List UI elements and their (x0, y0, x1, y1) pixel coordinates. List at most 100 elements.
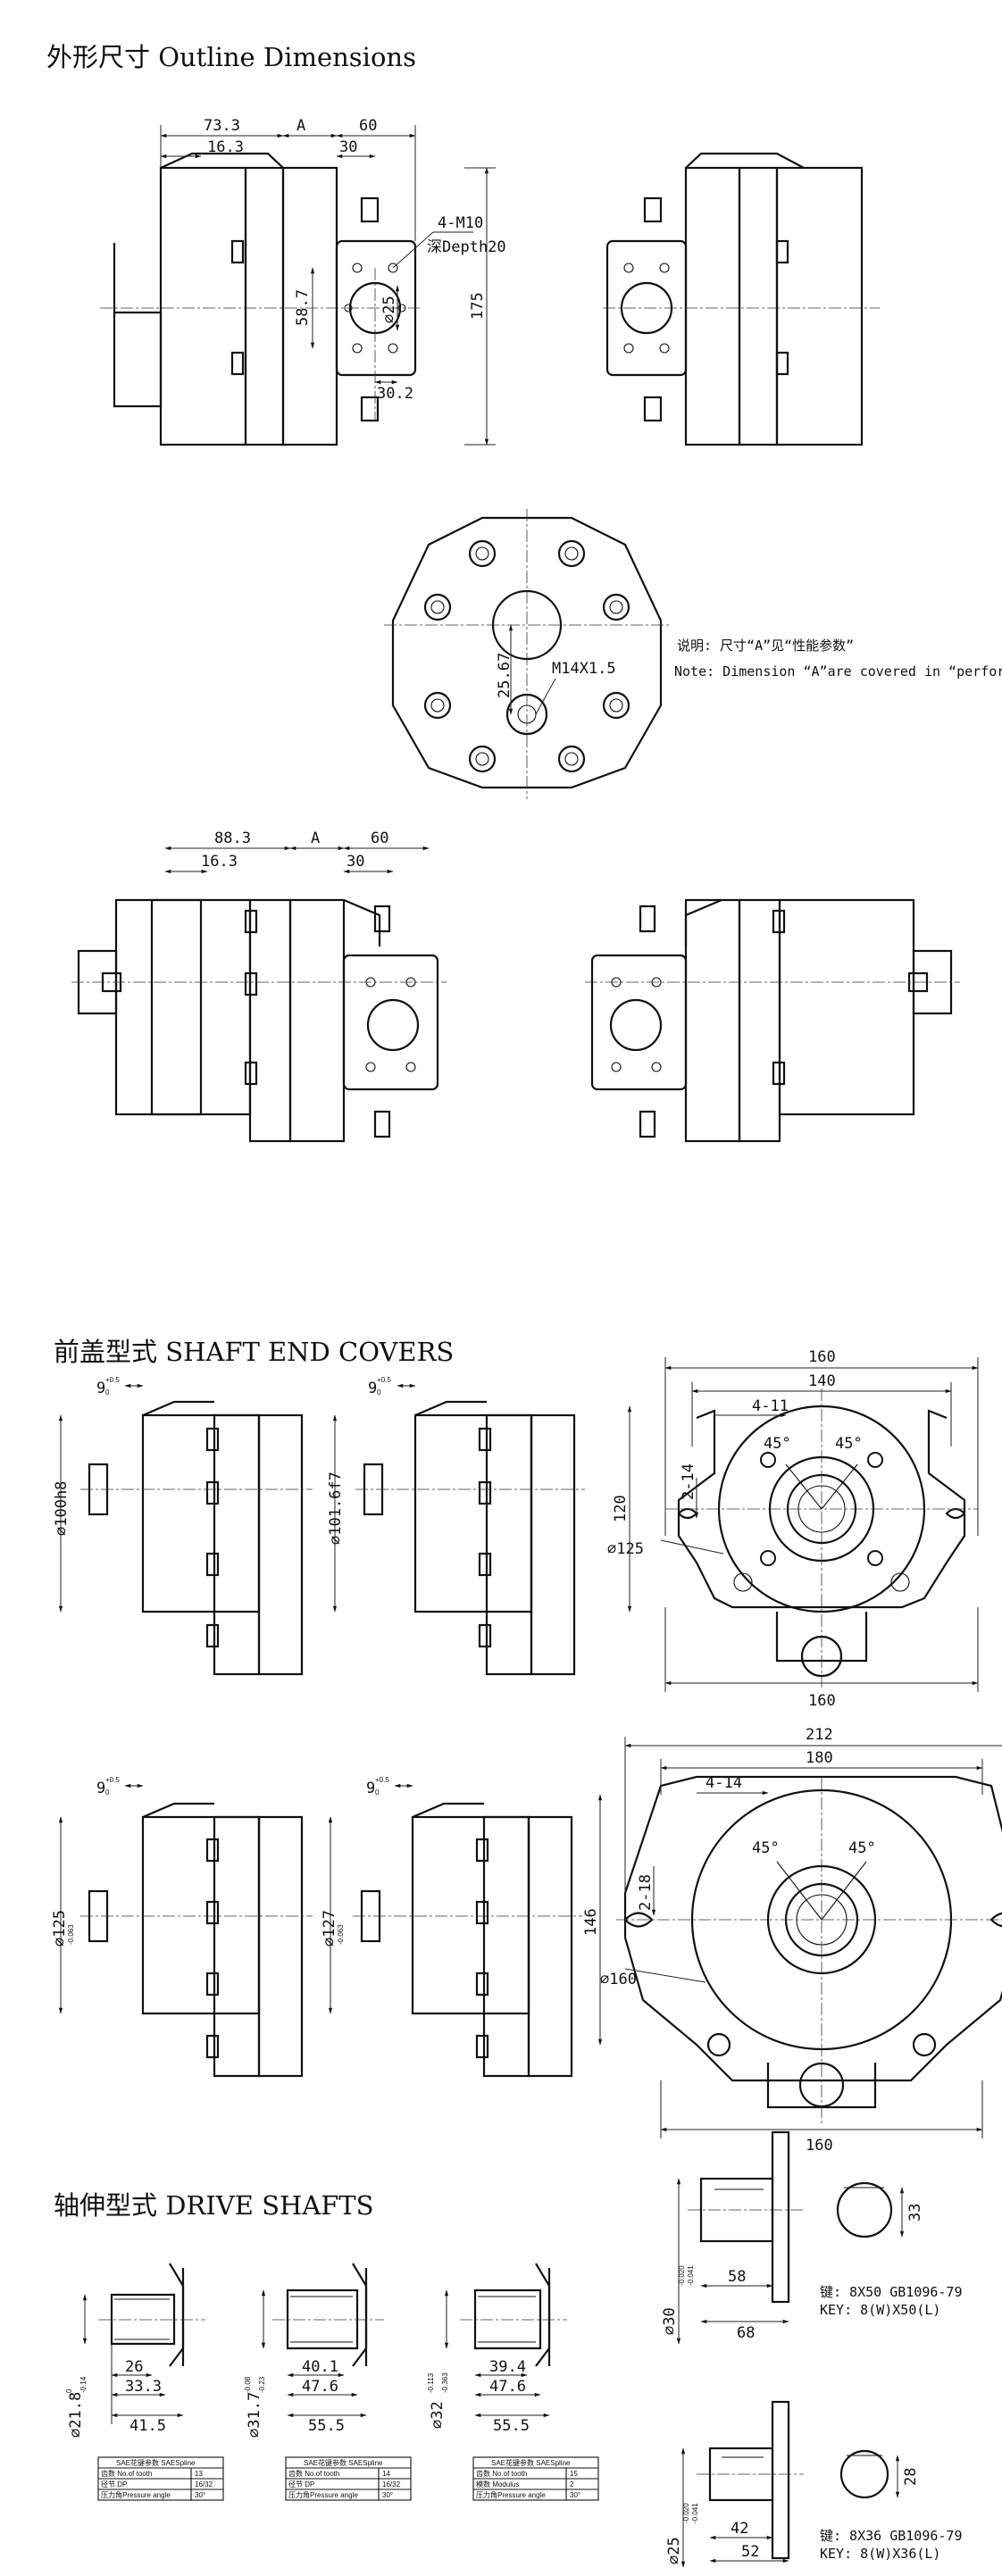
key2-spec-en: KEY: 8(W)X36(L) (820, 2546, 940, 2562)
flange2-holes: 4-14 (706, 1774, 742, 1792)
spline-shaft-3: ⌀32 -0.113 -0.363 39.4 47.6 55.5 (427, 2263, 567, 2435)
table-cell-value: 14 (382, 2470, 390, 2478)
key1-dim-33: 33 (906, 2204, 924, 2222)
table-cell-value: 30° (195, 2491, 205, 2499)
pump-side-view-1 (100, 152, 420, 446)
table-cell-label: 齿数 No.of tooth (288, 2469, 339, 2478)
cover4-tol: 9 (366, 1780, 375, 1797)
cover3-tol: 9 (96, 1780, 105, 1797)
cover-side-1: 9 +0.5 0 ⌀100h8 (53, 1376, 313, 1676)
shaft3-dim-39-4: 39.4 (489, 2358, 526, 2376)
pump-rear-view: 25.67 M14X1.5 (384, 509, 670, 799)
dim-depth: 深Depth20 (427, 238, 506, 256)
key1-dia: ⌀30 (661, 2307, 679, 2335)
shaft3-tol-lower: -0.363 (441, 2372, 449, 2393)
cover4-tol-sub: 0 (375, 1788, 380, 1797)
dims-view-1: 73.3 16.3 A 60 30 4-M10 深Depth20 58.7 ⌀2… (160, 117, 506, 446)
cover4-tol-sup: +0.5 (375, 1776, 389, 1784)
table-cell-label: 压力角Pressure angle (101, 2490, 171, 2499)
spline-table-1: SAE花键参数 SAESpline 齿数 No.of tooth 13 径节 DP 16… (97, 2456, 224, 2501)
dim-30: 30 (339, 138, 357, 156)
flange1-dim-2-14: 2-14 (680, 1463, 697, 1500)
spline-shaft-1: ⌀21.8 0 -0.14 26 33.3 41.5 (65, 2263, 205, 2438)
table-cell-label: 齿数 No.of tooth (101, 2469, 152, 2478)
flange2-dim-212: 212 (806, 1726, 833, 1744)
dim-175: 175 (469, 292, 487, 320)
table-cell-label: 齿数 No.of tooth (476, 2469, 527, 2478)
table-cell-value: 16/32 (382, 2480, 401, 2488)
shaft2-dia: ⌀31.7 (246, 2392, 263, 2438)
pump-side-view-2 (71, 898, 447, 1143)
key2-dim-28: 28 (902, 2468, 920, 2486)
flange2-dim-160-circle: ⌀160 (600, 1971, 637, 1988)
section-title-covers: 前盖型式 SHAFT END COVERS (54, 1337, 454, 1367)
table-header: SAE花键参数 SAESpline (304, 2458, 383, 2467)
shaft1-dia: ⌀21.8 (67, 2392, 85, 2438)
dim-30-2: 30.2 (377, 385, 413, 403)
cover3-tol-sub: 0 (105, 1788, 110, 1797)
table-cell-label: 压力角Pressure angle (288, 2490, 358, 2499)
key1-dim-58: 58 (728, 2268, 746, 2286)
dim-58-7: 58.7 (294, 289, 312, 326)
flange2-angle-right: 45° (848, 1839, 876, 1857)
flange1-dim-160-top: 160 (808, 1348, 836, 1366)
table-cell-label: 模数 Modulus (476, 2480, 519, 2488)
table-header: SAE花键参数 SAESpline (116, 2458, 196, 2467)
dims-flange-2: 212 180 4-14 45° 45° 146 2-18 ⌀160 160 (582, 1726, 1002, 2155)
shaft2-tol-upper: -0.08 (244, 2376, 252, 2393)
dims-flange-1: 160 140 4-11 45° 45° 120 2-14 ⌀125 160 (607, 1348, 979, 1710)
shaft1-tol-lower: -0.14 (79, 2376, 88, 2393)
flange2-angle-left: 45° (752, 1839, 780, 1857)
cover4-dia-tol: -0.063 (337, 1924, 345, 1945)
dim-dia-25: ⌀25 (380, 296, 398, 323)
table-cell-value: 13 (195, 2470, 203, 2478)
shaft3-dim-55-5: 55.5 (493, 2417, 530, 2435)
flange1-dim-125: ⌀125 (607, 1540, 644, 1558)
table-cell-label: 径节 DP (101, 2480, 127, 2488)
dim-88-3: 88.3 (214, 829, 251, 847)
key1-tol-lower: -0.041 (687, 2265, 695, 2286)
dim-a: A (296, 117, 305, 135)
flange1-angle-left: 45° (764, 1435, 791, 1453)
flange2-dim-146: 146 (582, 1908, 600, 1936)
port-thread-label: M14X1.5 (552, 660, 616, 678)
key2-dim-52: 52 (741, 2543, 759, 2561)
table-cell-value: 30° (570, 2491, 580, 2499)
table-cell-value: 16/32 (195, 2480, 213, 2488)
cover1-tol-sup: +0.5 (105, 1376, 120, 1384)
table-cell-value: 2 (570, 2480, 574, 2488)
dim-25-67: 25.67 (496, 653, 514, 698)
cover3-dia: ⌀125 (51, 1910, 69, 1947)
key2-spec-cn: 键: 8X36 GB1096-79 (820, 2528, 963, 2544)
dim-73-3: 73.3 (204, 117, 240, 135)
shaft1-dim-33-3: 33.3 (125, 2378, 162, 2396)
keyed-shaft-2: ⌀25 -0.020 -0.041 42 52 28 键: 8X36 GB109… (665, 2400, 963, 2568)
key2-dim-42: 42 (731, 2520, 748, 2538)
shaft3-dim-47-6: 47.6 (489, 2378, 526, 2396)
flange1-dim-140: 140 (808, 1372, 836, 1390)
dim-thread: 4-M10 (438, 214, 483, 232)
note-cn: 说明: 尺寸“A”见“性能参数” (677, 638, 854, 654)
cover1-tol: 9 (96, 1380, 105, 1397)
cover2-dia: ⌀101.6f7 (327, 1471, 345, 1545)
key2-tol-lower: -0.041 (691, 2503, 699, 2523)
table-cell-value: 30° (382, 2491, 393, 2499)
cover-side-3: 9 +0.5 0 ⌀125 -0.063 (51, 1776, 313, 2078)
cover-side-2: 9 +0.5 0 ⌀101.6f7 (327, 1376, 585, 1676)
key2-tol-upper: -0.020 (682, 2503, 690, 2523)
key1-spec-cn: 键: 8X50 GB1096-79 (820, 2284, 963, 2300)
note-en: Note: Dimension “A”are covered in “perfo… (674, 663, 1002, 679)
shaft2-dim-40-1: 40.1 (302, 2358, 338, 2376)
flange1-angle-right: 45° (835, 1435, 863, 1453)
key2-dia: ⌀25 (665, 2537, 683, 2564)
shaft2-tol-lower: -0.23 (258, 2376, 266, 2393)
cover1-dia: ⌀100h8 (53, 1481, 71, 1536)
pump-side-view-1-mirror (603, 152, 880, 446)
cover2-tol-sub: 0 (377, 1388, 381, 1396)
dim-16-3: 16.3 (207, 138, 244, 156)
flange1-dim-120: 120 (612, 1495, 630, 1522)
cover-side-4: 9 +0.5 0 ⌀127 -0.063 (321, 1776, 582, 2078)
